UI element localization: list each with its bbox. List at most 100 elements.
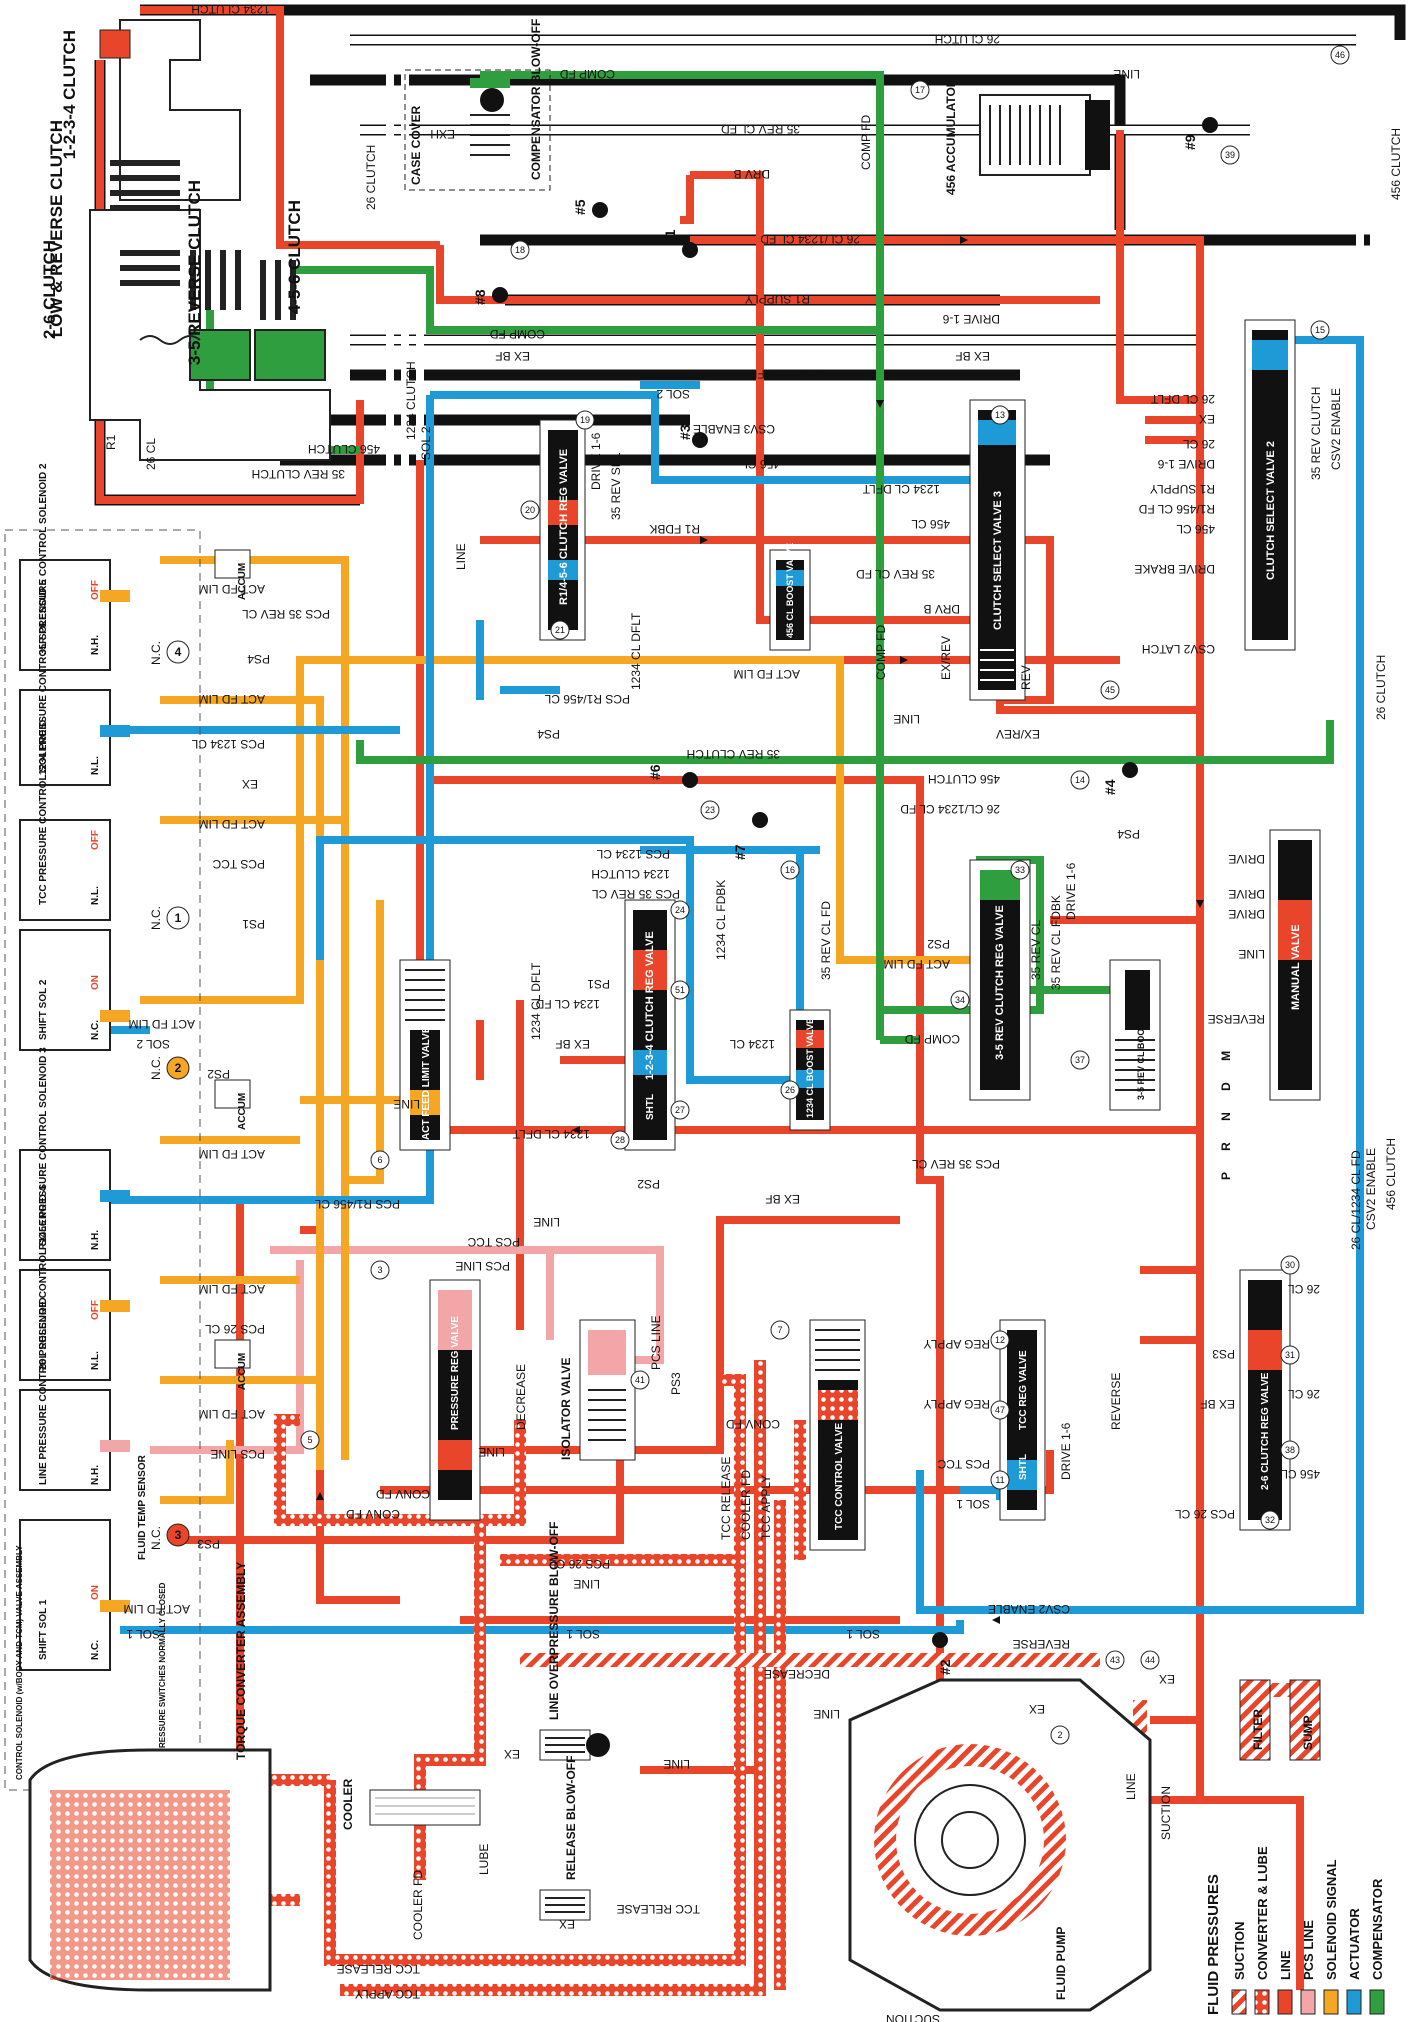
port-drv-b: DRV B	[734, 167, 770, 181]
label-cooler: COOLER	[341, 1778, 355, 1830]
port-reg-apply-1: REG APPLY	[924, 1337, 990, 1351]
port-decrease-1: DECREASE	[514, 1364, 528, 1430]
port-num-30: 30	[1285, 1260, 1295, 1270]
port-drive-16-5: DRIVE 1-6	[1059, 1422, 1073, 1480]
port-456-clutch-top: 456 CLUTCH	[448, 2, 520, 16]
valve-456-boost: 456 CL BOOST VALVE	[769, 543, 811, 651]
port-ps4-2: PS4	[537, 727, 560, 741]
port-1234-cl-dflt-3: 1234 CL DFLT	[512, 1127, 590, 1141]
port-26-1234-cl-fd-2: 26 CL/1234 CL FD	[900, 802, 1000, 816]
port-num-34: 34	[955, 995, 965, 1005]
port-line-11: LINE	[1124, 1773, 1138, 1800]
port-pcs-r1-456-cl: PCS R1/456 CL	[544, 692, 630, 706]
port-35-rev-spl: 35 REV SPL	[609, 452, 623, 520]
port-drive-16-2: DRIVE 1-6	[1157, 457, 1215, 471]
port-26-cl: 26 CL	[1183, 437, 1215, 451]
port-act-fd-lim-3: ACT FD LIM	[199, 692, 265, 706]
valve-isolator: ISOLATOR VALVE	[559, 1319, 636, 1461]
port-sol1-2: SOL 1	[126, 1627, 160, 1641]
fluid-pump: FLUID PUMP	[848, 1678, 1152, 2012]
port-act-fd-lim-9: ACT FD LIM	[199, 1407, 265, 1421]
valve-1234-reg: 1-2-3-4 CLUTCH REG VALVE SHTL	[624, 899, 676, 1151]
port-ps3-3: PS3	[197, 1537, 220, 1551]
solenoid-type-4: N.C.	[90, 1020, 101, 1040]
port-1234-cl-1: 1234 CL	[729, 1037, 775, 1051]
port-num-7: 7	[777, 1325, 782, 1335]
pressure-switches	[166, 640, 190, 1547]
port-conv-fd-3: CONV FD	[346, 1507, 400, 1521]
port-comp-fd-4: COMP FD	[905, 1032, 960, 1046]
port-num-6: 6	[377, 1155, 382, 1165]
port-line-9: LINE	[813, 1707, 840, 1721]
label-manual-valve: MANUAL VALVE	[1290, 924, 1302, 1010]
solenoid-state-1: OFF	[90, 580, 101, 600]
port-26-cl-2: 26 CL	[1288, 1282, 1320, 1296]
cooler: COOLER LUBE	[341, 1778, 491, 1875]
valve-r1456-reg: R1/4-5-6 CLUTCH REG VALVE	[539, 419, 586, 641]
solenoid-state-8: ON	[90, 1585, 101, 1600]
label-sump: SUMP	[1301, 1715, 1315, 1750]
valve-35-boost: 3-5 REV CL BOOST VALVE	[1109, 959, 1161, 1111]
label-35-boost: 3-5 REV CL BOOST VALVE	[1136, 986, 1146, 1100]
valve-35-rev-reg: 3-5 REV CLUTCH REG VALVE	[969, 859, 1031, 1101]
port-cooler-fd-1: COOLER FD	[739, 1470, 753, 1540]
port-1234-cl-fd-1: 1234 CL FD	[535, 997, 600, 1011]
legend-label-solenoid: SOLENOID SIGNAL	[1324, 1859, 1339, 1980]
port-35-rev-cl-fdbk: 35 REV CL FDBK	[1049, 895, 1063, 990]
port-num-16: 16	[785, 865, 795, 875]
actuator-pressure	[110, 336, 1364, 1634]
solenoid-state-3: OFF	[90, 830, 101, 850]
port-sol2-1: SOL 2	[656, 387, 690, 401]
port-sol1-3: SOL 1	[566, 1627, 600, 1641]
solenoid-name-5: R1456 PRESSURE CONTROL SOLENOID 3	[38, 1047, 49, 1250]
compensator-blowoff: CASE COVER COMPENSATOR BLOW-OFF EXH	[404, 19, 551, 191]
port-r1-supply: R1 SUPPLY	[745, 292, 810, 306]
valve-act-feed-limit: ACT FEED LIMIT VALVE	[399, 959, 451, 1151]
solenoid-state-6: OFF	[90, 1300, 101, 1320]
label-case-cover: CASE COVER	[409, 105, 423, 185]
checkball-2	[932, 1632, 948, 1648]
port-pcs-26-cl-2: PCS 26 CL	[1175, 1507, 1235, 1521]
solenoid-8-body	[19, 1519, 111, 1671]
port-act-fd-lim-1: ACT FD LIM	[199, 582, 265, 596]
label-compensator: COMPENSATOR BLOW-OFF	[529, 19, 543, 180]
valve-clutch-select-3: CLUTCH SELECT VALVE 3	[969, 399, 1026, 701]
solenoid-type-8: N.C.	[90, 1640, 101, 1660]
checkball-4	[1122, 762, 1138, 778]
switch-num-2: 2	[175, 1061, 182, 1075]
port-csv3-enable: CSV3 ENABLE	[693, 422, 775, 436]
port-ex-release: EX	[559, 1917, 575, 1931]
port-act-fd-lim-5: ACT FD LIM	[884, 957, 950, 971]
port-drive-1: DRIVE	[1228, 852, 1265, 866]
solenoid-6-body	[19, 1269, 111, 1381]
port-456-clutch-left: 456 CLUTCH	[308, 442, 380, 456]
port-decrease-2: DECREASE	[764, 1667, 830, 1681]
port-pcs-35-rev-cl-2: PCS 35 REV CL	[592, 887, 680, 901]
port-ex-2: EX	[242, 777, 258, 791]
checkball-5	[592, 202, 608, 218]
port-35-rev-cl-fd: 35 REV CL FD	[721, 122, 800, 136]
port-ex-bf-3: EX BF	[555, 1037, 590, 1051]
legend-swatch-compensator	[1369, 1989, 1385, 2015]
port-1234-cl-dflt-2: 1234 CL DFLT	[629, 612, 643, 690]
port-conv-fd-1: CONV FD	[376, 1487, 430, 1501]
port-line-2: LINE	[454, 543, 468, 570]
port-reverse-3: REVERSE	[1013, 1637, 1070, 1651]
label-tcc-reg: TCC REG VALVE	[1018, 1350, 1029, 1430]
port-num-17: 17	[915, 85, 925, 95]
filter-sump: FILTER SUMP	[1239, 1679, 1321, 1761]
hydraulic-lines	[94, 4, 1406, 1996]
checkball-label-2: #2	[937, 1659, 953, 1675]
port-r1-456-cl-fd: R1/456 CL FD	[748, 367, 825, 381]
port-drive-2: DRIVE	[1228, 887, 1265, 901]
port-line-7: LINE	[893, 712, 920, 726]
legend-label-suction: SUCTION	[1232, 1922, 1247, 1981]
port-ps3-1: PS3	[669, 1372, 683, 1395]
port-line-5: LINE	[478, 1445, 505, 1459]
port-num-19: 19	[580, 415, 590, 425]
port-tcc-release-1: TCC RELEASE	[719, 1457, 733, 1540]
accumulator-456: 456 ACCUMULATOR	[944, 78, 1110, 195]
port-ex-pump: EX	[1029, 1702, 1045, 1716]
port-tcc-release-3: TCC RELEASE	[337, 1962, 420, 1976]
port-num-46: 46	[1335, 50, 1345, 60]
